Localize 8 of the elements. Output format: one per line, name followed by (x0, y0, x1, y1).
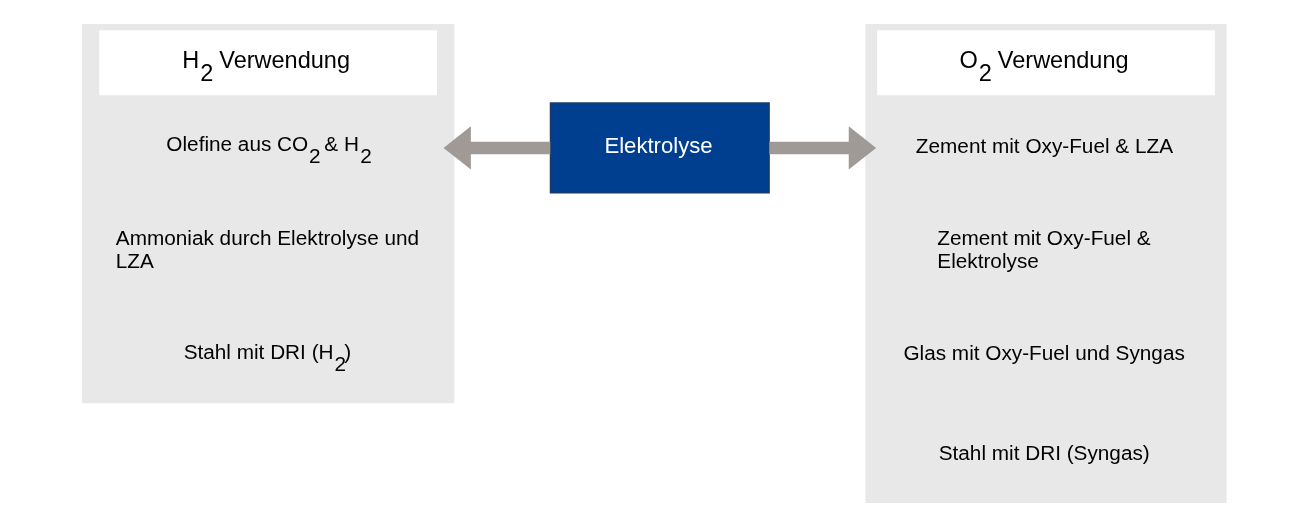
arrow (443, 126, 550, 170)
node-text: Stahl mit DRI (Syngas) (938, 441, 1150, 465)
node-text: Zement mit Oxy-Fuel & Elektrolyse (936, 225, 1151, 273)
arrow (768, 126, 876, 170)
node-text: Glas mit Oxy-Fuel und Syngas (902, 341, 1185, 365)
node-box: Elektrolyse (549, 102, 770, 194)
node-text: Zement mit Oxy-Fuel & LZA (915, 133, 1173, 157)
node-text: Ammoniak durch Elektrolyse und LZA (115, 225, 419, 273)
